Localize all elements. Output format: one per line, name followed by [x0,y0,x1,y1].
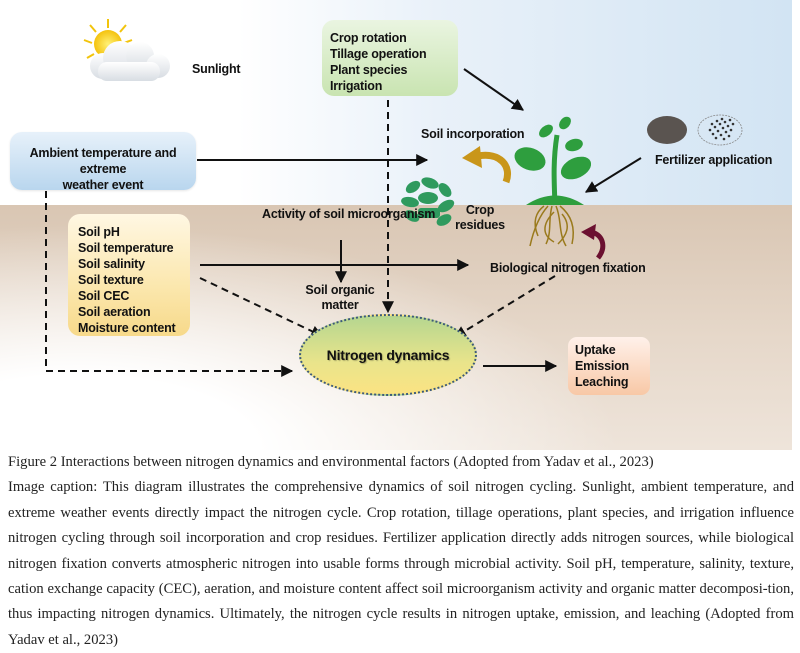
figure-caption: Figure 2 Interactions between nitrogen d… [8,450,794,653]
crop-residues-line2: residues [455,218,505,232]
outcome-item: Emission [575,359,629,373]
caption-body: Image caption: This diagram illustrates … [8,479,794,648]
management-factor: Tillage operation [330,47,427,61]
outcomes-box: Uptake Emission Leaching [568,337,650,395]
management-factor: Plant species [330,63,408,77]
som-line2: matter [321,298,359,312]
ambient-label-line1: Ambient temperature and extreme [29,146,177,176]
nitrogen-dynamics-figure: Sunlight Crop rotation Tillage operation… [0,0,792,450]
bnf-label: Biological nitrogen fixation [490,261,646,275]
management-factor: Crop rotation [330,31,407,45]
nitrogen-dynamics-label: Nitrogen dynamics [326,347,450,363]
soil-property: Soil aeration [78,305,151,319]
soil-property: Soil temperature [78,241,174,255]
soil-incorporation-arrow [462,146,511,184]
arrow-fertilizer-to-plant [584,157,642,193]
dashed-arrows [45,100,556,377]
nitrogen-dynamics-node: Nitrogen dynamics [299,314,477,396]
management-factor: Irrigation [330,79,383,93]
crop-residues-label: Crop residues [455,203,505,233]
soil-property: Soil texture [78,273,144,287]
microorganism-activity-label: Activity of soil microorganism [262,207,436,221]
soil-property: Moisture content [78,321,176,335]
cloud-icon [90,41,170,81]
crop-residues-line1: Crop [465,203,495,217]
soil-properties-box: Soil pH Soil temperature Soil salinity S… [68,214,190,336]
soil-incorporation-label: Soil incorporation [421,127,525,141]
fertilizer-label: Fertilizer application [655,153,773,167]
roots-icon [529,205,574,247]
outcome-item: Leaching [575,375,629,389]
solid-arrows [197,68,642,372]
sun-cloud-icon [83,19,170,81]
soil-property: Soil CEC [78,289,130,303]
soil-property: Soil salinity [78,257,145,271]
caption-title: Figure 2 Interactions between nitrogen d… [8,454,654,470]
ambient-label-line2: weather event [62,178,144,192]
soil-organic-matter-label: Soil organic matter [300,283,380,313]
bnf-arrow [581,224,606,260]
som-line1: Soil organic [305,283,375,297]
outcome-item: Uptake [575,343,616,357]
crop-residues-icon [401,177,455,226]
fertilizer-icon [647,114,743,146]
arrow-soilprops-to-dynamics [199,277,324,337]
ambient-temperature-box: Ambient temperature and extreme weather … [10,132,196,192]
arrow-ambient-to-dynamics [45,191,294,377]
soil-property: Soil pH [78,225,120,239]
arrow-bnf-to-dynamics [453,275,556,338]
management-factors-box: Crop rotation Tillage operation Plant sp… [322,20,458,96]
figure-graphics [45,19,743,377]
sunlight-label: Sunlight [192,62,241,76]
plant-icon [514,116,592,206]
arrow-management-to-plant [463,68,524,111]
